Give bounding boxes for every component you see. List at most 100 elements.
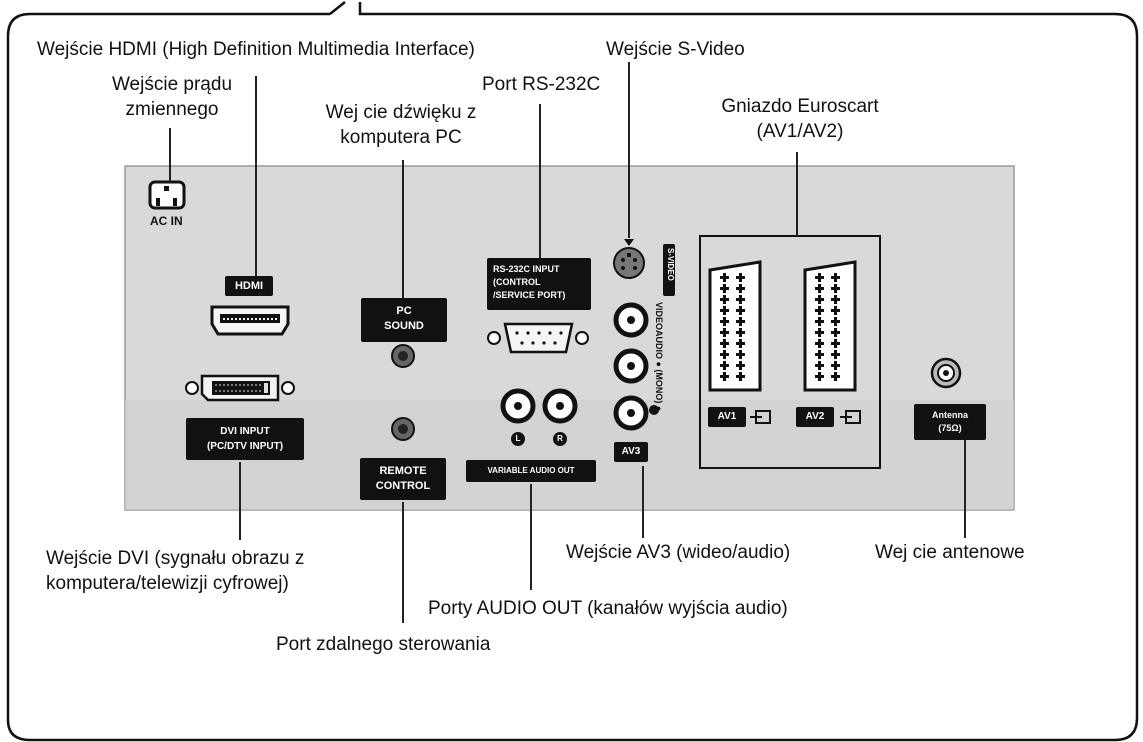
leader-lines (169, 62, 966, 623)
callout-rs232c: Port RS-232C (482, 74, 601, 95)
av3-audio-left-jack (613, 348, 649, 384)
label-pc-sound: PC SOUND (361, 298, 447, 342)
label-audio-out-right: R (554, 433, 566, 445)
label-av3: AV3 (614, 442, 648, 462)
callout-s-video: Wejście S-Video (606, 39, 745, 60)
scart-pin (739, 361, 742, 370)
scart-pin (834, 317, 837, 326)
scart-pin (834, 361, 837, 370)
scart-pin (818, 284, 821, 293)
callout-euroscart-line2: (AV1/AV2) (756, 121, 844, 142)
scart-pin (739, 328, 742, 337)
callout-ac-input-line1: Wejście prądu (111, 74, 233, 95)
pc-sound-jack (391, 344, 415, 368)
scart-pin (818, 295, 821, 304)
scart-pin (723, 317, 726, 326)
scart-pin (723, 361, 726, 370)
callout-pc-sound-line1: Wej cie dźwięku z (325, 102, 477, 123)
label-audio-out-left: L (512, 433, 524, 445)
scart-pin (834, 273, 837, 282)
scart-pin (723, 339, 726, 348)
callout-euroscart-line1: Gniazdo Euroscart (721, 96, 879, 117)
label-av2: AV2 (796, 407, 834, 427)
label-antenna-line2: (75Ω) (938, 423, 962, 433)
callout-dvi-line2: komputera/telewizji cyfrowej) (46, 573, 289, 594)
callout-antenna: Wej cie antenowe (875, 542, 1025, 563)
scart-pin (739, 350, 742, 359)
label-pc-sound-line2: SOUND (384, 320, 424, 332)
hdmi-port (210, 305, 290, 336)
scart-pin (818, 328, 821, 337)
scart-pin (739, 317, 742, 326)
scart-pin (818, 372, 821, 381)
scart-pin (739, 306, 742, 315)
callout-ac-input: Wejście prądu zmiennego (72, 72, 272, 122)
callout-ac-input-line2: zmiennego (125, 99, 219, 120)
scart-pin (723, 295, 726, 304)
scart-pin (834, 295, 837, 304)
av2-scart-socket (803, 260, 857, 392)
rs232c-port (487, 322, 589, 354)
callout-pc-sound-line2: komputera PC (340, 127, 462, 148)
label-pc-sound-line1: PC (396, 305, 412, 317)
label-video: VIDEO (654, 302, 664, 331)
label-remote-control-line1: REMOTE (379, 465, 427, 477)
label-remote-control-line2: CONTROL (375, 480, 431, 492)
label-rs232c-line2: (CONTROL (493, 277, 541, 287)
outer-frame (6, 1, 1139, 742)
av3-audio-right-jack (613, 395, 649, 431)
scart-pin (723, 273, 726, 282)
scart-pin (818, 361, 821, 370)
audio-out-right-jack (542, 388, 578, 424)
label-s-video: S-VIDEO (663, 244, 675, 296)
callout-dvi-line1: Wejście DVI (sygnału obrazu z (46, 548, 305, 569)
scart-pin (818, 306, 821, 315)
label-rs232c-line3: /SERVICE PORT) (493, 290, 566, 300)
scart-pin (739, 284, 742, 293)
label-dvi-input-line2: (PC/DTV INPUT) (206, 441, 284, 452)
label-ac-in: AC IN (150, 214, 183, 228)
label-dvi-input: DVI INPUT (PC/DTV INPUT) (186, 418, 304, 460)
antenna-connector (930, 357, 962, 389)
av1-direction-icon (750, 410, 771, 424)
scart-pin (834, 306, 837, 315)
label-dvi-input-line1: DVI INPUT (220, 426, 270, 437)
callout-audio-out: Porty AUDIO OUT (kanałów wyjścia audio) (428, 598, 788, 619)
s-video-port (613, 239, 645, 279)
av2-direction-icon (840, 410, 861, 424)
scart-pin (739, 273, 742, 282)
callout-av3: Wejście AV3 (wideo/audio) (566, 542, 791, 563)
scart-pin (818, 273, 821, 282)
label-variable-audio-out: VARIABLE AUDIO OUT (466, 460, 596, 482)
scart-pin (723, 306, 726, 315)
scart-pin (739, 372, 742, 381)
label-s-video-text: S-VIDEO (666, 248, 675, 281)
audio-out-left-jack (500, 388, 536, 424)
dvi-port (185, 374, 295, 402)
ac-in-socket (148, 180, 186, 210)
av3-video-jack (613, 302, 649, 338)
scart-pin (834, 350, 837, 359)
scart-pin (834, 328, 837, 337)
scart-pin (818, 317, 821, 326)
remote-control-jack (391, 417, 415, 441)
label-remote-control: REMOTE CONTROL (360, 458, 446, 500)
callout-pc-sound: Wej cie dźwięku z komputera PC (286, 100, 516, 150)
callout-dvi: Wejście DVI (sygnału obrazu z komputera/… (46, 546, 304, 596)
scart-pin (834, 284, 837, 293)
callout-euroscart: Gniazdo Euroscart (AV1/AV2) (690, 94, 910, 144)
scart-pin (739, 339, 742, 348)
label-rs232c: RS-232C INPUT (CONTROL /SERVICE PORT) (487, 258, 591, 310)
label-hdmi: HDMI (225, 276, 273, 296)
label-antenna: Antenna (75Ω) (914, 404, 986, 440)
av1-scart-socket (708, 260, 762, 392)
scart-pin (834, 372, 837, 381)
scart-pin (723, 372, 726, 381)
euroscart-group-box (699, 235, 881, 469)
label-av1: AV1 (708, 407, 746, 427)
scart-pin (739, 295, 742, 304)
scart-pin (723, 328, 726, 337)
scart-pin (723, 350, 726, 359)
callout-remote-control: Port zdalnego sterowania (276, 634, 491, 655)
